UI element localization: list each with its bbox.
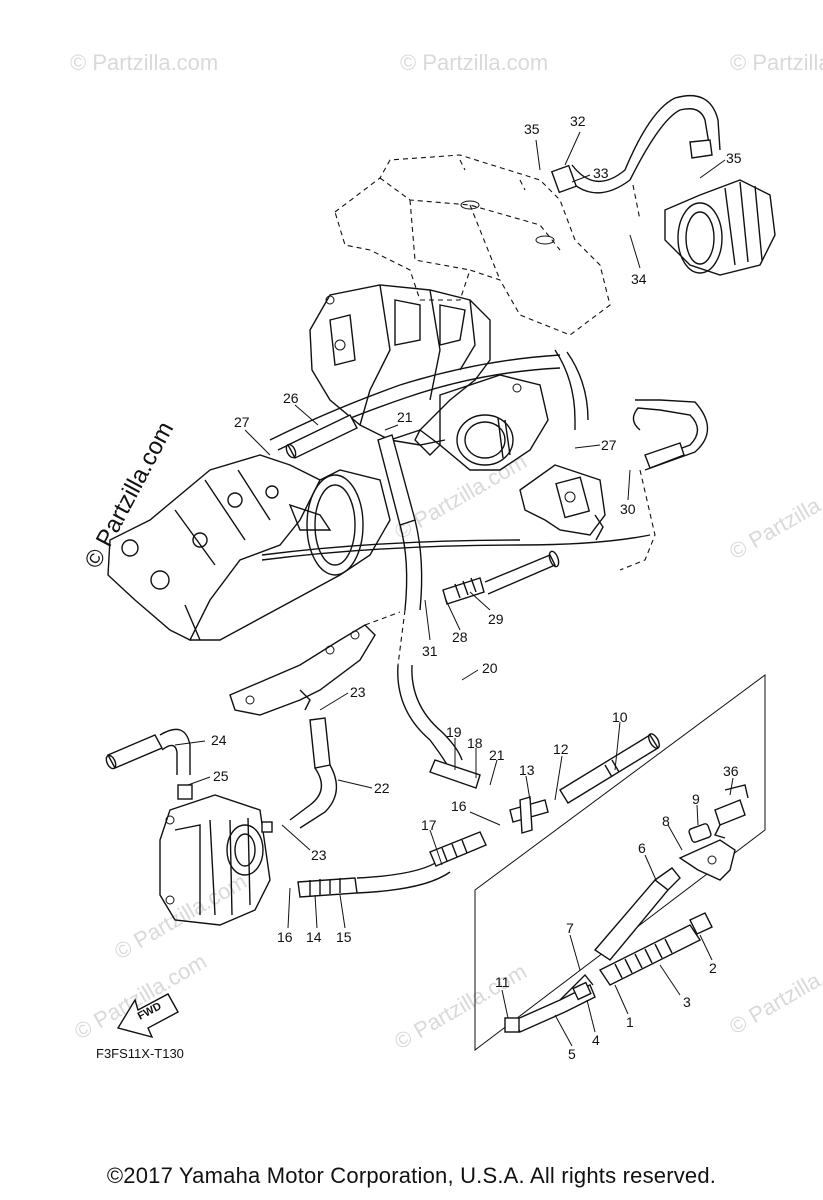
callout-12: 12 xyxy=(553,741,569,757)
pump-housing-lower-left xyxy=(159,784,273,926)
callout-5: 5 xyxy=(568,1046,576,1062)
part-9-grommet xyxy=(688,823,712,843)
callout-20: 20 xyxy=(482,660,498,676)
part-36-fitting xyxy=(714,784,749,839)
callout-31: 31 xyxy=(422,643,438,659)
joint-13 xyxy=(509,796,549,834)
watermark: © Partzilla.com xyxy=(725,944,823,1040)
exhaust-pipe-top-right xyxy=(664,179,776,276)
callout-3: 3 xyxy=(683,994,691,1010)
callout-28: 28 xyxy=(452,629,468,645)
callout-21: 21 xyxy=(397,409,413,425)
callout-35: 35 xyxy=(524,121,540,137)
callout-8: 8 xyxy=(662,813,670,829)
hose-32-top xyxy=(550,94,721,221)
hose-24 xyxy=(105,728,191,775)
assembly-box-outline xyxy=(474,674,766,1052)
callout-35: 35 xyxy=(726,150,742,166)
callout-7: 7 xyxy=(566,920,574,936)
bent-hose-right xyxy=(619,399,709,571)
callout-14: 14 xyxy=(306,929,322,945)
watermark: © Partzilla.com xyxy=(110,869,251,965)
callout-30: 30 xyxy=(620,501,636,517)
callout-25: 25 xyxy=(213,768,229,784)
callout-26: 26 xyxy=(283,390,299,406)
muffler-left xyxy=(184,469,391,641)
callout-33: 33 xyxy=(593,165,609,181)
callout-1: 1 xyxy=(626,1014,634,1030)
callout-22: 22 xyxy=(374,780,390,796)
part-3-bellows xyxy=(598,912,713,986)
callout-17: 17 xyxy=(421,817,437,833)
long-hose-upper xyxy=(261,349,651,561)
exhaust-manifold-left xyxy=(107,454,332,641)
callout-29: 29 xyxy=(488,611,504,627)
callout-6: 6 xyxy=(638,840,646,856)
callout-32: 32 xyxy=(570,113,586,129)
watermark: © Partzilla.com xyxy=(70,50,218,75)
callout-34: 34 xyxy=(631,271,647,287)
watermark: © Partzilla.com xyxy=(725,469,823,565)
vertical-hose-middle xyxy=(377,434,481,789)
callout-23: 23 xyxy=(350,684,366,700)
muffler-right xyxy=(414,374,549,471)
exhaust-outlet-bracket xyxy=(519,464,606,541)
leader-lines xyxy=(174,131,734,1047)
callout-23: 23 xyxy=(311,847,327,863)
watermark-layer: © Partzilla.com © Partzilla.com © Partzi… xyxy=(70,50,823,1054)
cooling-manifold-strip xyxy=(229,611,401,716)
callout-9: 9 xyxy=(692,791,700,807)
watermark: © Partzilla.com xyxy=(400,50,548,75)
callout-16: 16 xyxy=(451,798,467,814)
hose-28-29 xyxy=(442,550,560,605)
callout-2: 2 xyxy=(709,960,717,976)
callout-15: 15 xyxy=(336,929,352,945)
engine-top-cover xyxy=(334,154,611,336)
side-watermark: © Partzilla.com xyxy=(79,417,179,572)
hose-26 xyxy=(285,414,358,459)
copyright-notice: ©2017 Yamaha Motor Corporation, U.S.A. A… xyxy=(106,1163,717,1188)
hose-10 xyxy=(559,733,660,804)
hose-22 xyxy=(289,717,338,829)
callout-24: 24 xyxy=(211,732,227,748)
callout-4: 4 xyxy=(592,1032,600,1048)
callout-19: 19 xyxy=(446,724,462,740)
callout-16: 16 xyxy=(277,929,293,945)
part-5-y-joint xyxy=(504,973,596,1033)
callout-27: 27 xyxy=(601,437,617,453)
callout-27: 27 xyxy=(234,414,250,430)
part-8-bracket xyxy=(678,839,736,881)
callout-36: 36 xyxy=(723,763,739,779)
hose-14-15-lower xyxy=(297,831,487,898)
watermark: © Partzilla.com xyxy=(390,959,531,1055)
watermark: © Partzilla.com xyxy=(730,50,823,75)
diagram-code: F3FS11X-T130 xyxy=(96,1046,184,1061)
part-6-pipe xyxy=(593,867,681,961)
callout-labels: 35 32 33 35 34 26 27 21 27 30 31 28 29 2… xyxy=(211,113,742,1062)
callout-11: 11 xyxy=(495,974,510,990)
callout-10: 10 xyxy=(612,709,628,725)
callout-13: 13 xyxy=(519,762,535,778)
callout-21: 21 xyxy=(489,747,505,763)
callout-18: 18 xyxy=(467,735,483,751)
